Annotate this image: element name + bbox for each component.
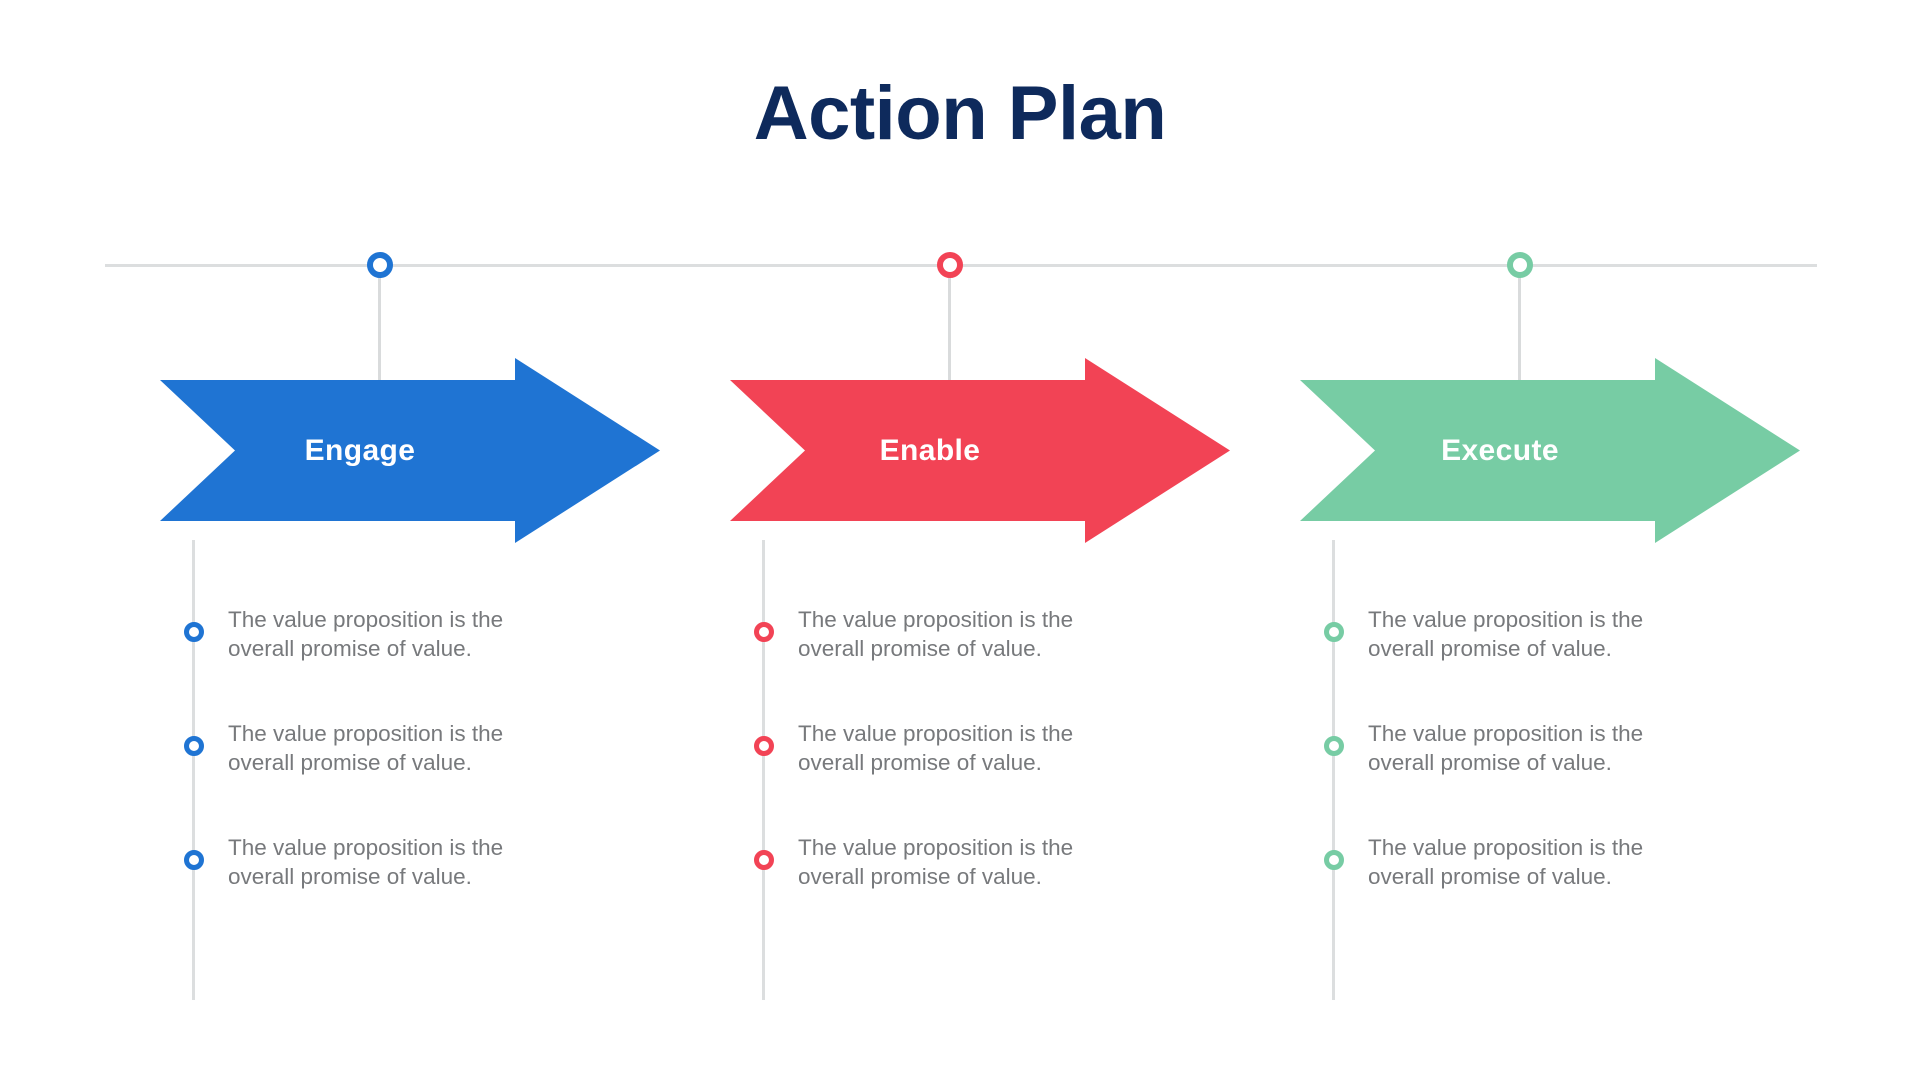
bullet-rail-engage	[192, 540, 195, 1000]
bullet-marker-icon	[184, 622, 204, 642]
bullet-text: The value proposition is the overall pro…	[798, 607, 1074, 661]
list-item[interactable]: The value proposition is the overall pro…	[1300, 828, 1860, 942]
stage-column-engage: Engage The value proposition is the over…	[160, 0, 720, 1080]
arrow-shape-execute	[1300, 358, 1800, 543]
bullet-text: The value proposition is the overall pro…	[1368, 721, 1644, 775]
bullet-marker-icon	[1324, 736, 1344, 756]
bullet-text: The value proposition is the overall pro…	[798, 721, 1074, 775]
list-item[interactable]: The value proposition is the overall pro…	[1300, 714, 1860, 828]
bullet-marker-icon	[754, 850, 774, 870]
timeline-marker-execute[interactable]	[1507, 252, 1533, 278]
bullet-text: The value proposition is the overall pro…	[798, 835, 1074, 889]
timeline-marker-engage[interactable]	[367, 252, 393, 278]
bullet-marker-icon	[184, 850, 204, 870]
axis-stem-execute	[1518, 264, 1521, 382]
list-item[interactable]: The value proposition is the overall pro…	[730, 714, 1290, 828]
bullet-list-enable: The value proposition is the overall pro…	[730, 600, 1290, 942]
bullet-marker-icon	[1324, 622, 1344, 642]
bullet-rail-enable	[762, 540, 765, 1000]
arrow-shape-engage	[160, 358, 660, 543]
bullet-rail-execute	[1332, 540, 1335, 1000]
list-item[interactable]: The value proposition is the overall pro…	[160, 600, 720, 714]
axis-stem-engage	[378, 264, 381, 382]
list-item[interactable]: The value proposition is the overall pro…	[1300, 600, 1860, 714]
bullet-marker-icon	[1324, 850, 1344, 870]
bullet-text: The value proposition is the overall pro…	[228, 835, 504, 889]
bullet-list-engage: The value proposition is the overall pro…	[160, 600, 720, 942]
list-item[interactable]: The value proposition is the overall pro…	[730, 600, 1290, 714]
timeline-marker-enable[interactable]	[937, 252, 963, 278]
page-title: Action Plan	[753, 71, 1167, 156]
list-item[interactable]: The value proposition is the overall pro…	[160, 828, 720, 942]
stage-arrow-execute[interactable]	[1300, 358, 1800, 543]
stage-arrow-engage[interactable]	[160, 358, 660, 543]
list-item[interactable]: The value proposition is the overall pro…	[730, 828, 1290, 942]
list-item[interactable]: The value proposition is the overall pro…	[160, 714, 720, 828]
bullet-marker-icon	[754, 622, 774, 642]
axis-stem-enable	[948, 264, 951, 382]
bullet-marker-icon	[754, 736, 774, 756]
stage-column-execute: Execute The value proposition is the ove…	[1300, 0, 1860, 1080]
bullet-text: The value proposition is the overall pro…	[228, 721, 504, 775]
bullet-text: The value proposition is the overall pro…	[1368, 607, 1644, 661]
bullet-text: The value proposition is the overall pro…	[228, 607, 504, 661]
bullet-list-execute: The value proposition is the overall pro…	[1300, 600, 1860, 942]
bullet-marker-icon	[184, 736, 204, 756]
stage-arrow-enable[interactable]	[730, 358, 1230, 543]
stage-column-enable: Enable The value proposition is the over…	[730, 0, 1290, 1080]
bullet-text: The value proposition is the overall pro…	[1368, 835, 1644, 889]
arrow-shape-enable	[730, 358, 1230, 543]
